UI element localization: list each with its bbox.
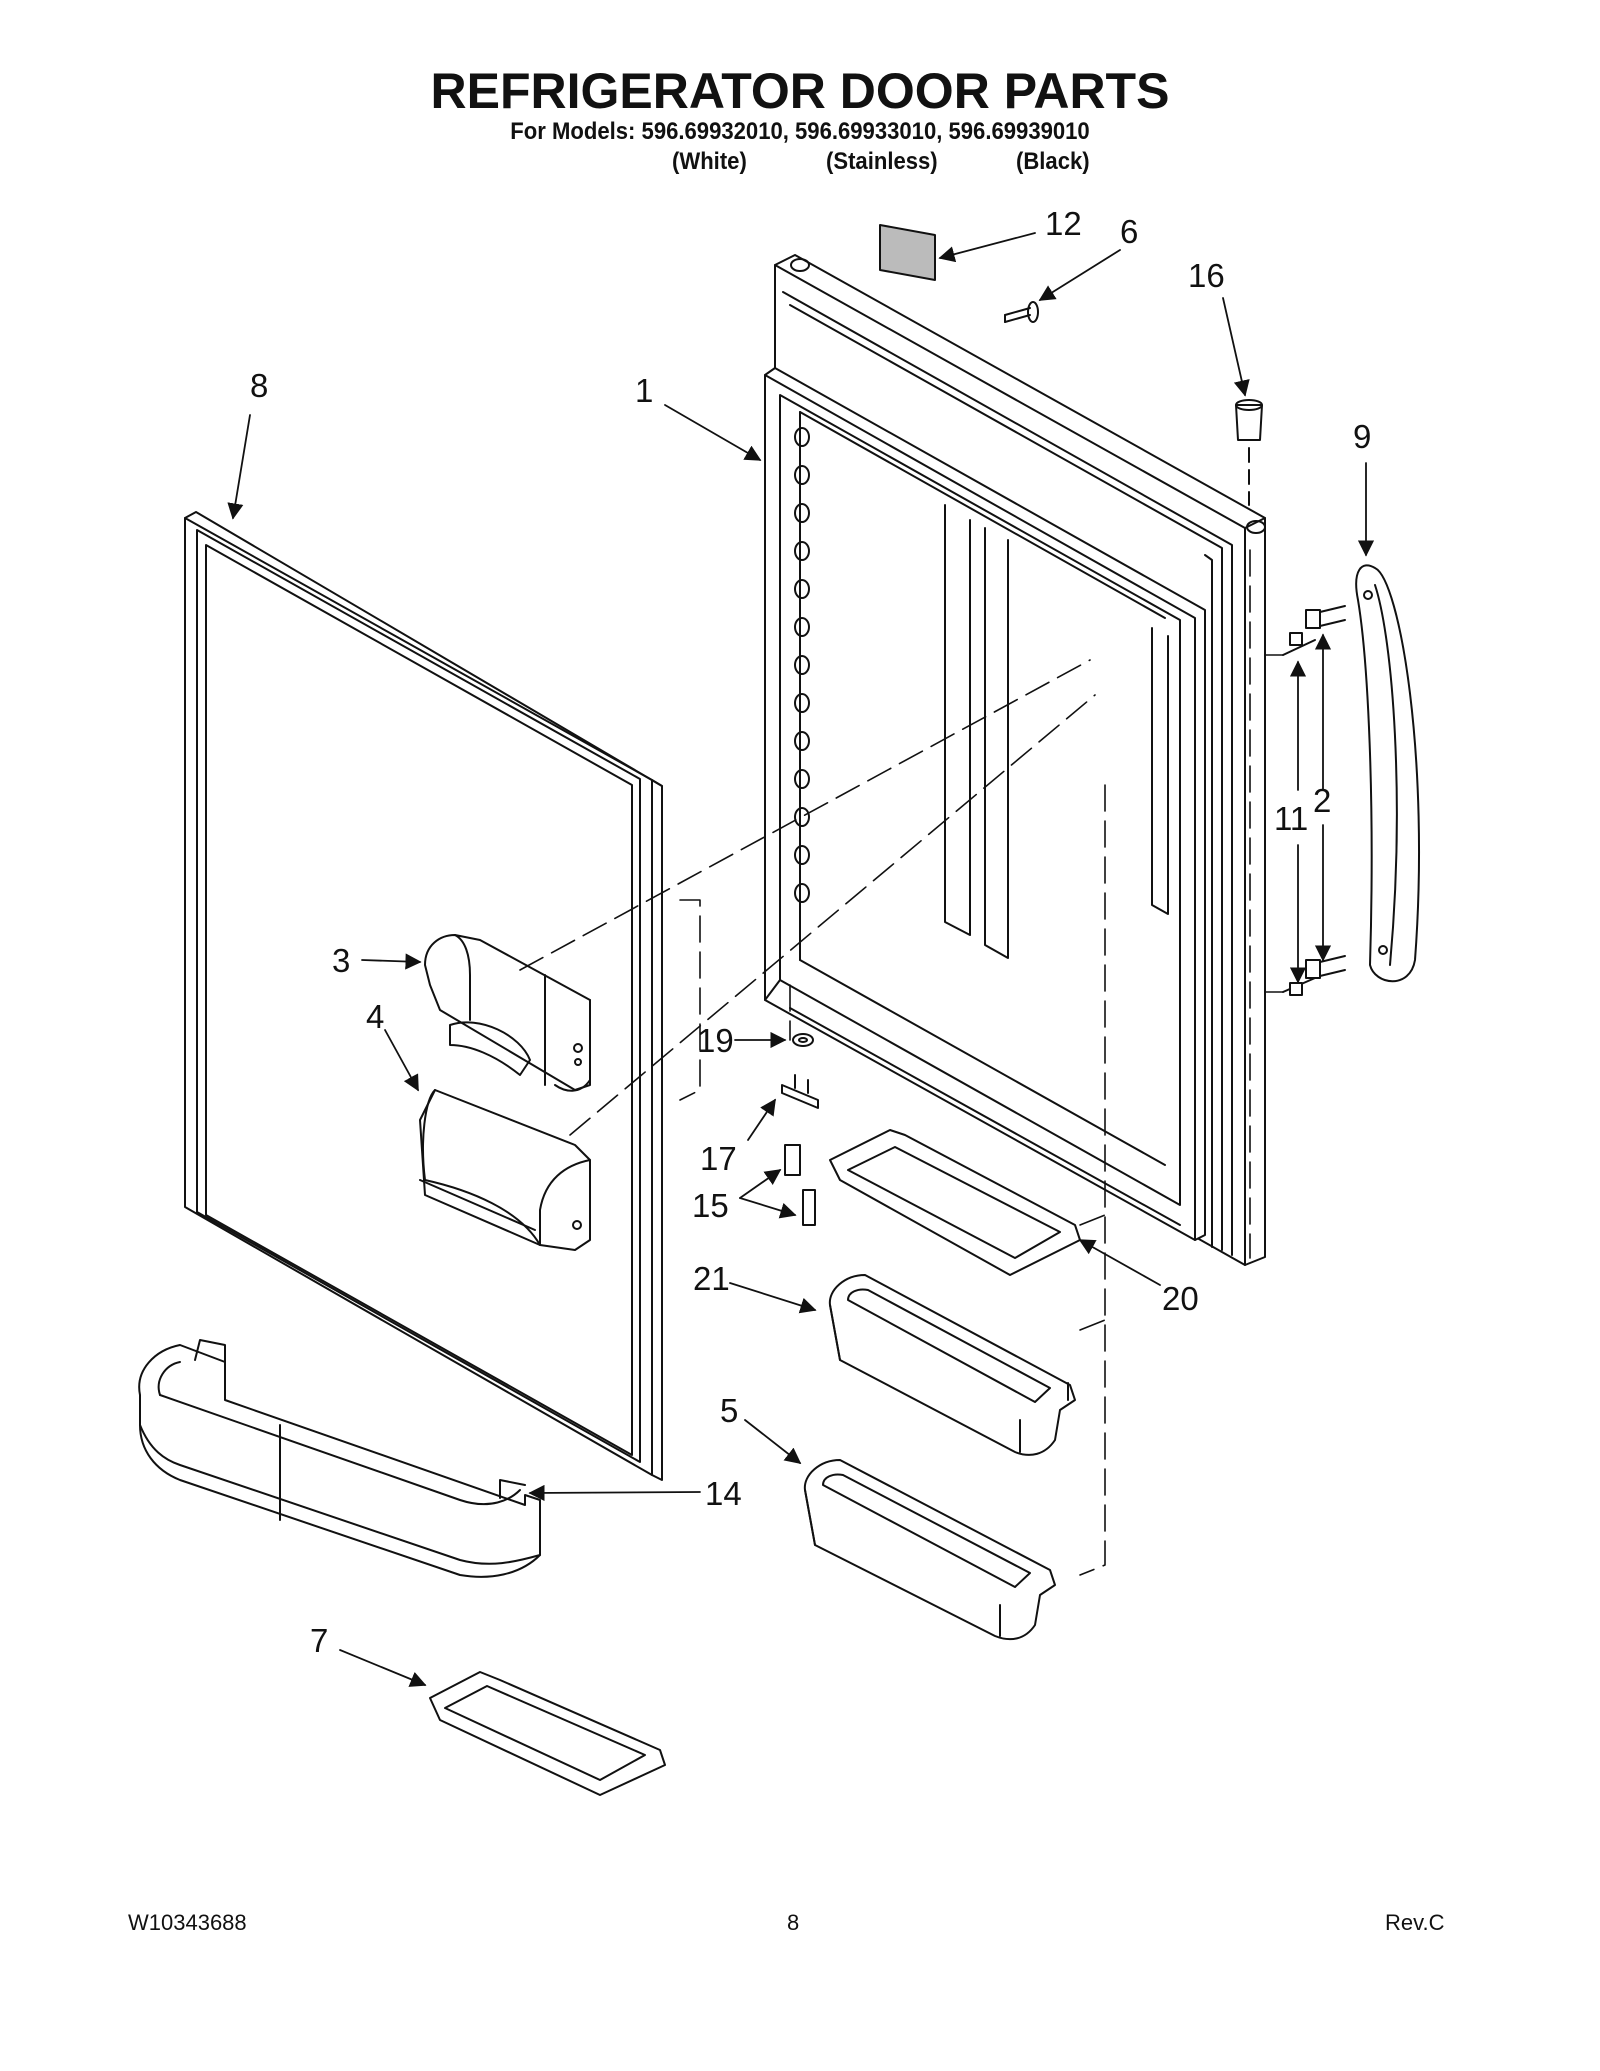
callout-21: 21 [693, 1260, 730, 1297]
shelf-tray-part-20 [829, 1129, 1081, 1276]
dispenser-cover-part-3 [424, 934, 591, 1092]
callout-17: 17 [700, 1140, 737, 1177]
door-bin-part-5 [803, 1459, 1056, 1641]
callout-16: 16 [1188, 257, 1225, 294]
assembly-guide-lines [519, 549, 1284, 1576]
label-part-12 [879, 224, 936, 281]
callout-7: 7 [310, 1622, 328, 1659]
callout-6: 6 [1120, 213, 1138, 250]
door-bin-part-21 [828, 1274, 1076, 1456]
dispenser-bin-part-4 [419, 1089, 591, 1251]
variant-white: (White) [672, 148, 747, 175]
refrigerator-door-part-1 [764, 254, 1266, 1266]
bushing-part-16 [1235, 399, 1263, 506]
callout-12: 12 [1045, 205, 1082, 242]
models-line: For Models: 596.69932010, 596.69933010, … [510, 118, 1090, 145]
callout-11: 11 [1274, 800, 1308, 837]
callout-3: 3 [332, 942, 350, 979]
hinge-hardware-parts-15-17-19 [781, 1033, 819, 1226]
callout-15: 15 [692, 1187, 729, 1224]
callout-4: 4 [366, 998, 384, 1035]
screw-part-6 [1004, 301, 1039, 323]
footer-revision: Rev.C [1385, 1910, 1445, 1935]
footer-doc-number: W10343688 [128, 1910, 247, 1935]
door-handle-part-9 [1355, 564, 1421, 983]
door-panel-part-8 [184, 511, 663, 1481]
callout-5: 5 [720, 1392, 738, 1429]
callout-1: 1 [635, 372, 653, 409]
callout-leaders [227, 232, 1375, 1687]
handle-fasteners-parts-2-11 [1282, 605, 1346, 996]
callout-20: 20 [1162, 1280, 1199, 1317]
callout-labels: 12 6 16 8 1 9 2 11 3 4 19 17 15 20 21 5 … [250, 205, 1371, 1659]
shelf-tray-part-7 [429, 1671, 666, 1796]
callout-14: 14 [705, 1475, 742, 1512]
callout-2: 2 [1313, 782, 1331, 819]
callout-8: 8 [250, 367, 268, 404]
variant-black: (Black) [1016, 148, 1090, 175]
callout-19: 19 [697, 1022, 734, 1059]
page-title: REFRIGERATOR DOOR PARTS [430, 63, 1170, 119]
variant-stainless: (Stainless) [826, 148, 938, 175]
callout-9: 9 [1353, 418, 1371, 455]
shelf-stud-row [794, 427, 810, 903]
door-bin-part-14 [138, 1339, 541, 1578]
footer-page-number: 8 [787, 1910, 800, 1935]
